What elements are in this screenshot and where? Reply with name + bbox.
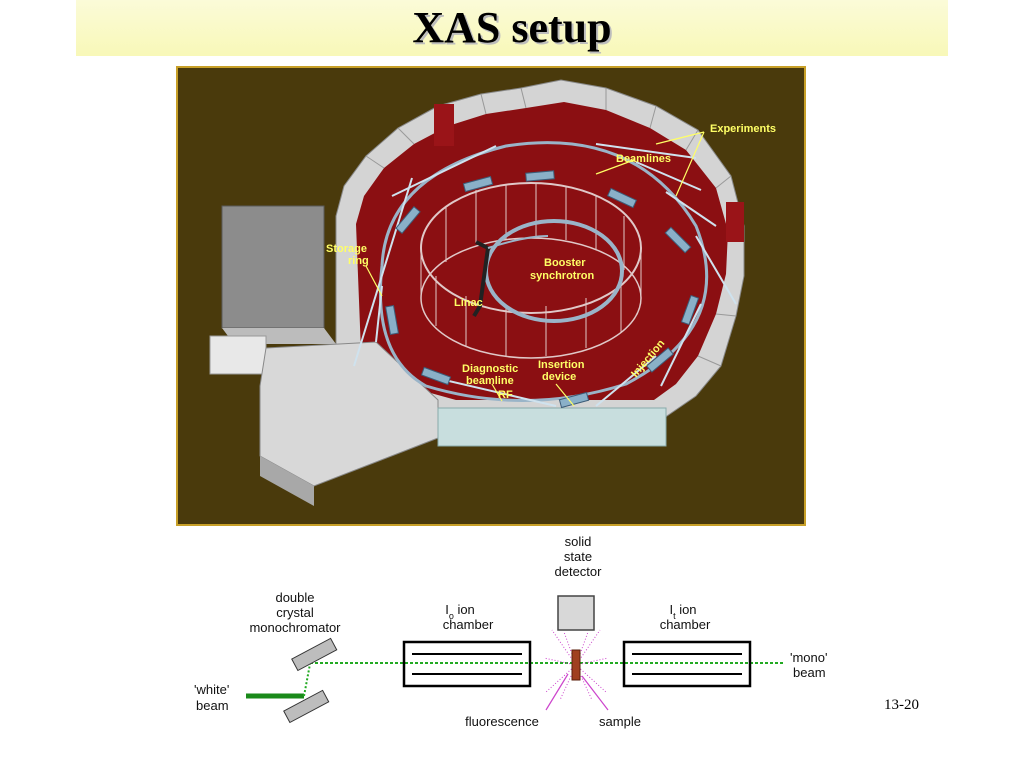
- label-insertion-device: Insertion: [538, 359, 585, 371]
- solid-state-detector: [557, 595, 595, 631]
- label-booster-2: synchrotron: [530, 270, 594, 282]
- label-mono-beam: 'mono': [790, 650, 827, 665]
- label-white-beam: 'white': [194, 682, 229, 697]
- label-pointers: [365, 131, 705, 407]
- label-it-chamber: It ion: [669, 602, 696, 621]
- label-rf: RF: [498, 389, 513, 401]
- sample: [571, 649, 581, 681]
- it-ion-chamber: [622, 640, 752, 688]
- annex-building: [259, 341, 439, 487]
- diffracted-beam: [303, 663, 311, 697]
- label-monochromator: double: [275, 590, 314, 605]
- fluorescence-pointer: [545, 673, 569, 711]
- label-i0-chamber-2: chamber: [443, 617, 494, 632]
- monochromator-crystal-bottom: [283, 689, 330, 724]
- it-subscript: t: [673, 611, 676, 621]
- label-beamlines: Beamlines: [616, 153, 671, 165]
- label-experiments: Experiments: [710, 123, 776, 135]
- i0-subscript: o: [449, 611, 454, 621]
- label-detector-3: detector: [555, 564, 603, 579]
- annex-building: [209, 335, 267, 375]
- linac: [472, 240, 491, 318]
- pillar: [726, 202, 744, 242]
- i0-ion: ion: [454, 602, 475, 617]
- label-detector: solid: [565, 534, 592, 549]
- monochromator-crystal-top: [291, 637, 338, 672]
- i0-ion-chamber: [402, 640, 532, 688]
- sample-pointer: [581, 675, 609, 711]
- ring-floor: [356, 102, 728, 400]
- label-white-beam-2: beam: [196, 698, 229, 713]
- label-sample: sample: [599, 714, 641, 729]
- experiment-hall-wall: [437, 407, 667, 447]
- label-diagnostic-beamline: Diagnostic: [462, 363, 518, 375]
- beamlines: [353, 143, 737, 407]
- label-monochromator-2: crystal: [276, 605, 314, 620]
- shield-posts: [420, 183, 642, 356]
- title-bar: XAS setup: [76, 0, 948, 56]
- pillar: [434, 104, 454, 146]
- label-insertion-device-2: device: [542, 371, 576, 383]
- label-diagnostic-beamline-2: beamline: [466, 375, 514, 387]
- page-number: 13-20: [884, 697, 919, 713]
- label-booster: Booster: [544, 257, 586, 269]
- lab-building: [221, 205, 325, 329]
- synchrotron-facility-illustration: Experiments Beamlines Storage ring Boost…: [176, 66, 806, 526]
- label-linac: Linac: [454, 297, 483, 309]
- insertion-devices: [385, 170, 700, 409]
- label-storage-ring-2: ring: [348, 255, 369, 267]
- annex-building-side: [260, 456, 314, 506]
- label-detector-2: state: [564, 549, 592, 564]
- label-it-chamber-2: chamber: [660, 617, 711, 632]
- label-storage-ring: Storage: [326, 243, 367, 255]
- it-ion: ion: [676, 602, 697, 617]
- label-monochromator-3: monochromator: [249, 620, 341, 635]
- linac-transfer-line: [487, 235, 549, 249]
- xas-schematic: solid state detector double crystal mono…: [194, 534, 827, 729]
- label-fluorescence: fluorescence: [465, 714, 539, 729]
- label-mono-beam-2: beam: [793, 665, 826, 680]
- slide-title: XAS setup: [412, 3, 612, 52]
